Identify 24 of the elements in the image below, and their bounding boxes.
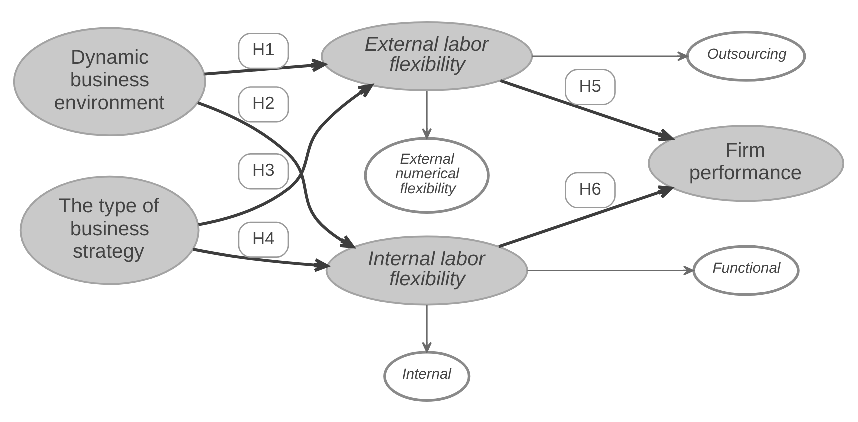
arrow xyxy=(498,185,674,248)
arrow xyxy=(422,304,432,352)
node-ellipse: Functional xyxy=(692,244,800,296)
arrow xyxy=(197,101,355,248)
edge-label: H5 xyxy=(579,75,602,96)
edge-label: H4 xyxy=(252,228,275,248)
edge-label: H1 xyxy=(252,39,275,60)
arrow xyxy=(422,90,432,139)
arrow xyxy=(532,51,688,61)
arrow xyxy=(528,265,694,276)
node-ellipse: Firm performance xyxy=(648,124,845,202)
arrow xyxy=(500,79,674,142)
node-ellipse: Outsourcing xyxy=(686,30,806,82)
node-ellipse: External numerical flexibility xyxy=(364,136,490,214)
edge-label: H3 xyxy=(252,160,275,180)
arrow xyxy=(204,58,326,76)
node-ellipse: The type of business strategy xyxy=(20,175,200,285)
node-ellipse: Dynamic business environment xyxy=(13,26,206,136)
edge-label: H6 xyxy=(579,178,602,198)
edge-label: H2 xyxy=(252,92,275,113)
node-ellipse: Internal xyxy=(384,350,471,402)
node-ellipse: External labor flexibility xyxy=(321,20,534,91)
arrow xyxy=(198,84,374,226)
arrow xyxy=(193,248,330,272)
